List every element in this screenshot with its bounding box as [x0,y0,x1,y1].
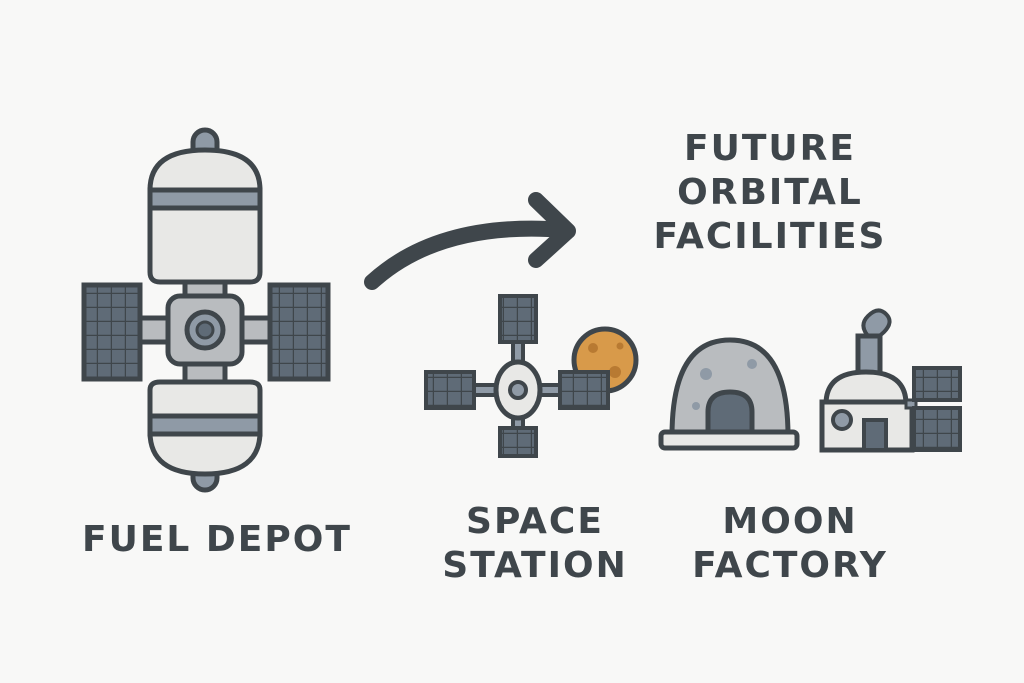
moon-factory-label-line-2: FACTORY [692,545,888,586]
moon-factory-label-line-1: MOON [722,501,858,542]
title-line-2: ORBITAL [677,172,863,213]
space-station-label-line-2: STATION [442,545,628,586]
title-line-1: FUTURE [684,128,856,169]
moon-factory-label: MOON FACTORY [690,500,890,588]
title-line-3: FACILITIES [653,216,887,257]
moon-dome-habitat-icon [658,337,800,451]
diagram-title: FUTURE ORBITAL FACILITIES [640,127,900,259]
fuel-depot-label: FUEL DEPOT [82,519,352,560]
space-station-icon [424,294,610,458]
curved-arrow-icon [364,192,576,290]
space-station-label: SPACE STATION [440,500,630,588]
space-station-label-line-1: SPACE [466,501,604,542]
fuel-depot-satellite-icon [81,127,331,493]
moon-factory-icon [819,308,962,453]
